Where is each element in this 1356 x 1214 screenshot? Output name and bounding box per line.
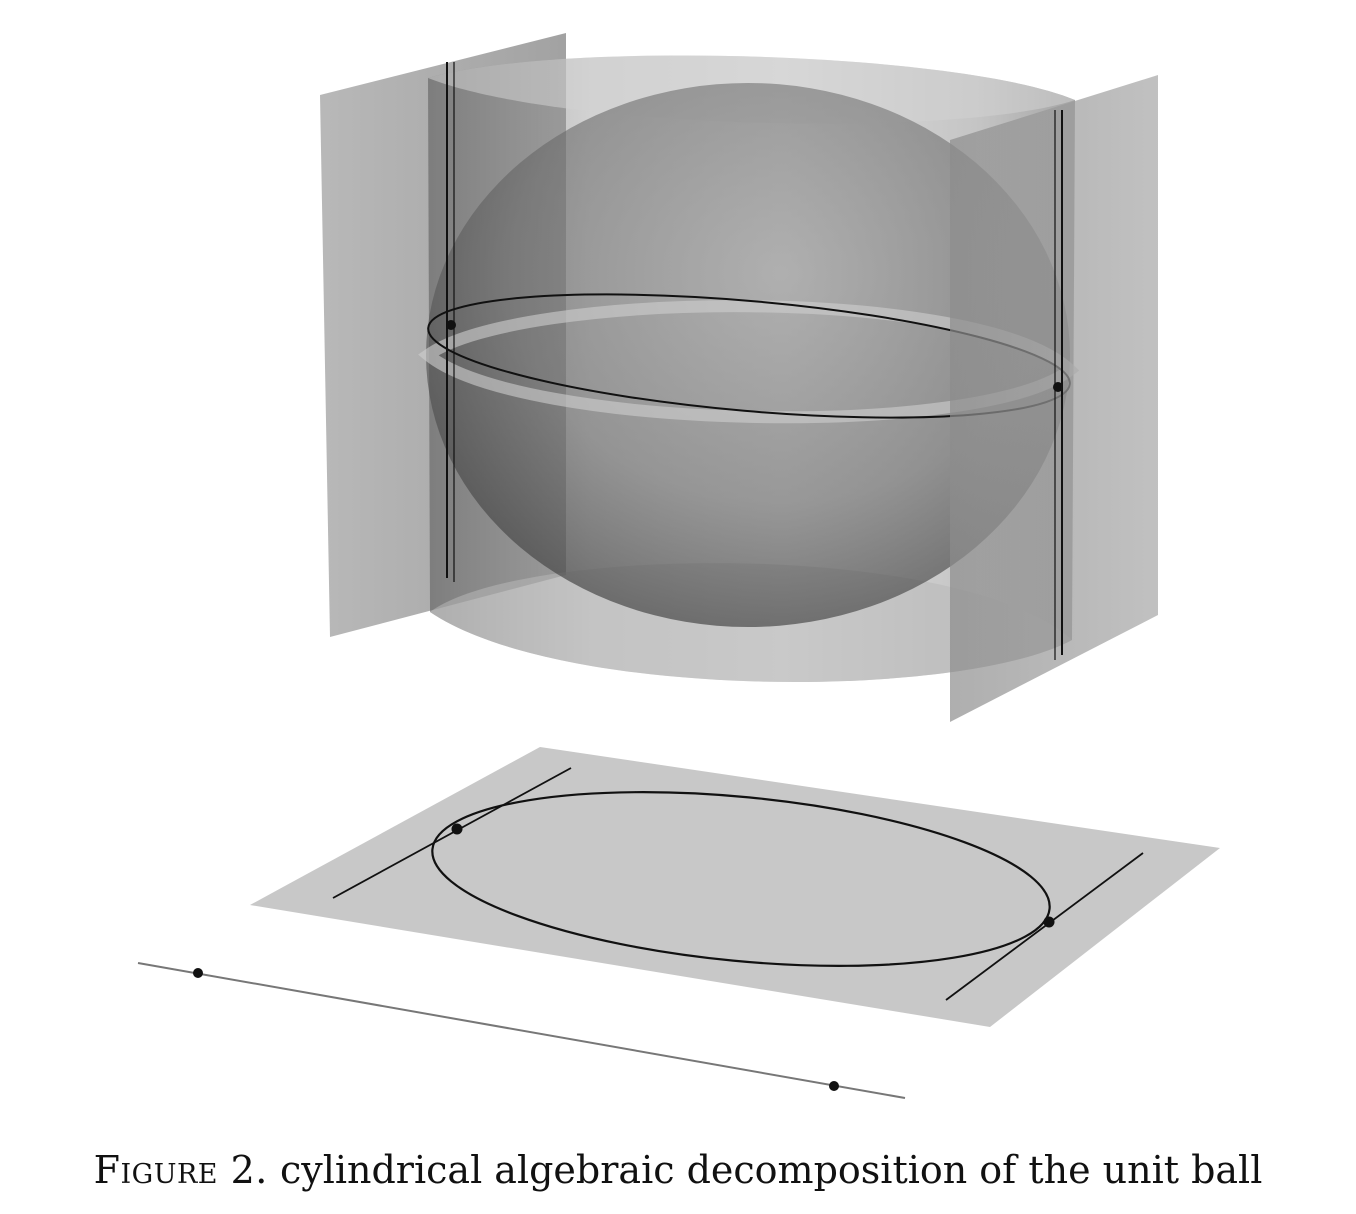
line-point-left	[193, 968, 203, 978]
unit-ball	[426, 83, 1070, 627]
right-vertical-plane	[950, 75, 1158, 722]
right-tangent-line-2d	[945, 852, 1144, 1001]
ball-and-cylinder-3d	[320, 33, 1158, 722]
cad-illustration	[137, 33, 1220, 1099]
figure-caption: Figure 2. cylindrical algebraic decompos…	[0, 1148, 1356, 1192]
line-point-right	[829, 1081, 839, 1091]
tangent-point-right-2d	[1043, 916, 1055, 928]
tangent-point-left-2d	[451, 823, 463, 835]
projected-disk-curve	[431, 791, 1051, 967]
real-line	[137, 962, 906, 1099]
projection-plane-2d	[250, 747, 1220, 1027]
tangent-point-left-3d	[446, 320, 456, 330]
figure-caption-text: cylindrical algebraic decomposition of t…	[279, 1148, 1263, 1192]
figure-label: Figure 2.	[93, 1148, 268, 1192]
projection-line-1d	[137, 962, 906, 1099]
gray-plane	[250, 747, 1220, 1027]
left-tangent-line-2d	[332, 767, 572, 899]
tangent-point-right-3d	[1053, 382, 1063, 392]
